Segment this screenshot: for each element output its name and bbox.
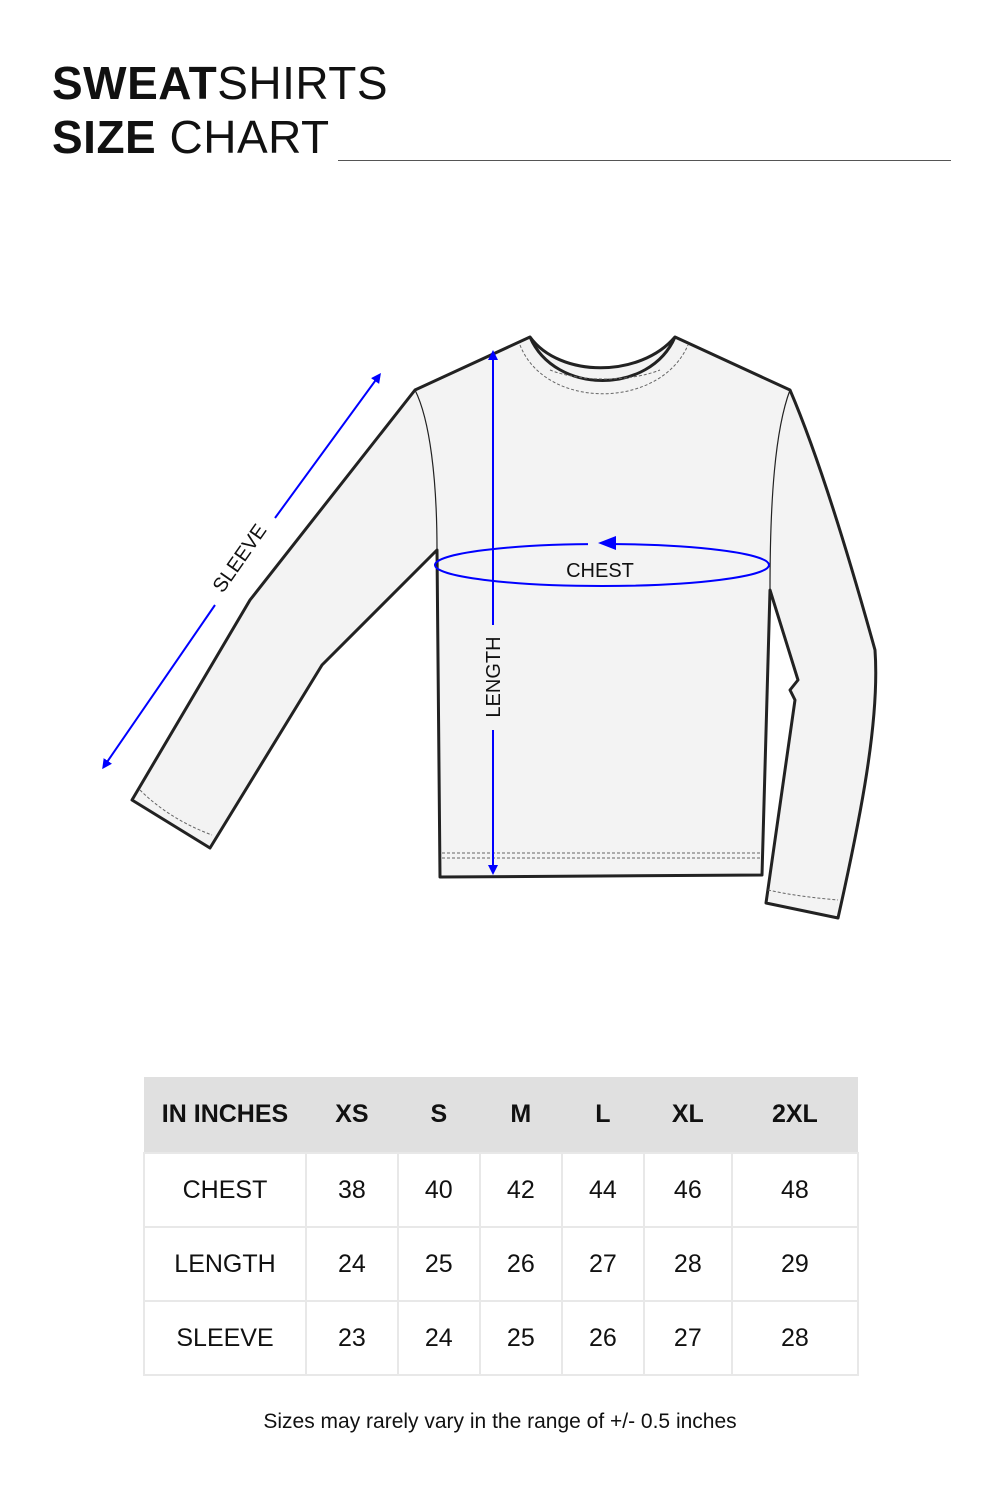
table-cell: 38 — [305, 1152, 399, 1228]
table-cell: 29 — [730, 1226, 860, 1302]
title-line-1: SWEATSHIRTS — [52, 56, 388, 110]
table-cell: 46 — [642, 1152, 733, 1228]
table-cell: 25 — [396, 1226, 481, 1302]
header-cell: IN INCHES — [144, 1077, 306, 1153]
table-cell: 44 — [560, 1152, 645, 1228]
table-cell: 24 — [305, 1226, 399, 1302]
header-cell: XS — [306, 1077, 398, 1153]
chest-label: CHEST — [566, 560, 634, 582]
size-table: IN INCHES XS S M L XL 2XL CHEST 38 40 42… — [143, 1077, 860, 1376]
title-divider — [338, 160, 951, 161]
sweatshirt-diagram: SLEEVE CHEST LENGTH — [0, 300, 1000, 950]
sweatshirt-illustration-icon: SLEEVE CHEST LENGTH — [102, 335, 878, 920]
row-label: LENGTH — [143, 1226, 307, 1302]
table-row-length: LENGTH 24 25 26 27 28 29 — [143, 1226, 860, 1302]
table-header-row: IN INCHES XS S M L XL 2XL — [144, 1077, 858, 1153]
table-cell: 48 — [730, 1152, 860, 1228]
table-cell: 23 — [305, 1300, 399, 1376]
row-label: CHEST — [143, 1152, 307, 1228]
table-cell: 28 — [730, 1300, 860, 1376]
table-cell: 28 — [642, 1226, 733, 1302]
header-cell: XL — [643, 1077, 732, 1153]
table-cell: 40 — [396, 1152, 481, 1228]
title-bold-size: SIZE — [52, 111, 157, 163]
page-title: SWEATSHIRTS SIZE CHART — [52, 56, 388, 164]
title-line-2: SIZE CHART — [52, 110, 388, 164]
header-cell: S — [397, 1077, 480, 1153]
size-variance-note: Sizes may rarely vary in the range of +/… — [263, 1410, 737, 1433]
table-row-sleeve: SLEEVE 23 24 25 26 27 28 — [143, 1300, 860, 1376]
title-bold-sweat: SWEAT — [52, 57, 218, 109]
row-label: SLEEVE — [143, 1300, 307, 1376]
table-row-chest: CHEST 38 40 42 44 46 48 — [143, 1152, 860, 1228]
table-cell: 27 — [560, 1226, 645, 1302]
table-cell: 27 — [642, 1300, 733, 1376]
table-cell: 26 — [478, 1226, 563, 1302]
table-cell: 26 — [560, 1300, 645, 1376]
title-light-shirts: SHIRTS — [217, 57, 389, 109]
table-cell: 25 — [478, 1300, 563, 1376]
length-label: LENGTH — [483, 636, 505, 717]
table-cell: 42 — [478, 1152, 563, 1228]
title-light-chart: CHART — [156, 111, 330, 163]
header-cell: 2XL — [731, 1077, 858, 1153]
header-cell: L — [561, 1077, 644, 1153]
header-cell: M — [479, 1077, 562, 1153]
table-cell: 24 — [396, 1300, 481, 1376]
